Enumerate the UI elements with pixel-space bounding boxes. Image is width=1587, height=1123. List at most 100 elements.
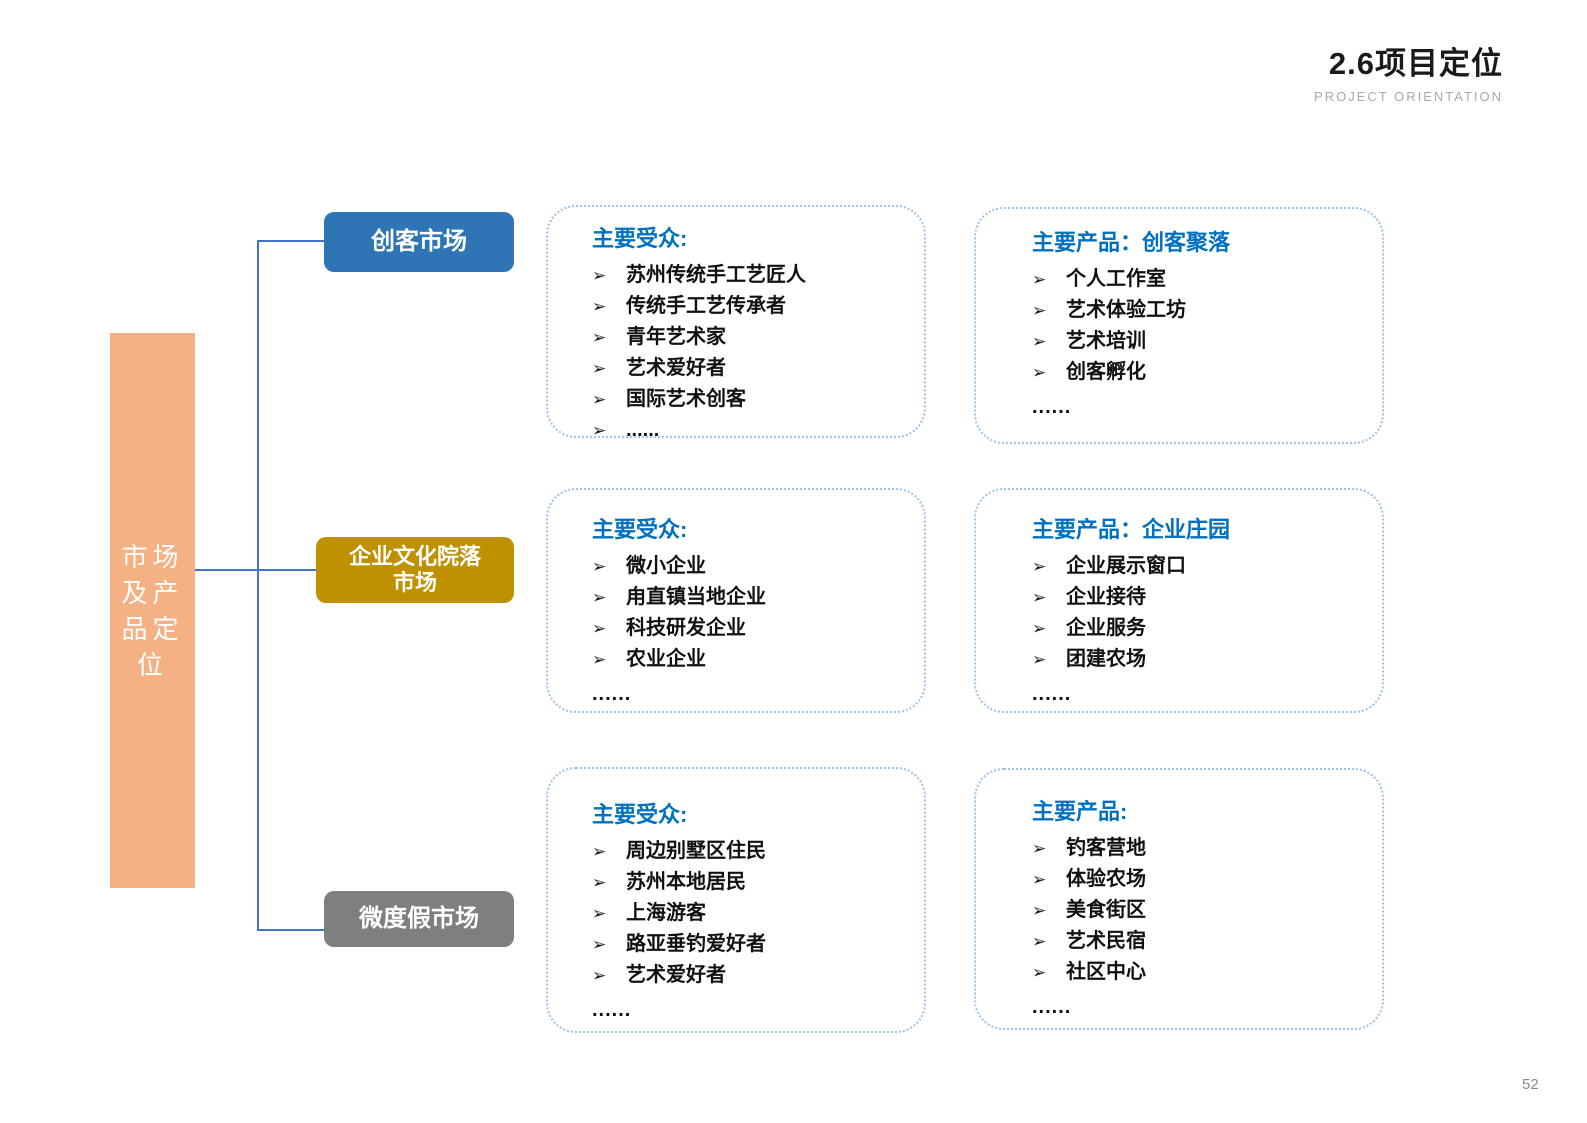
audience-heading: 主要受众: (592, 517, 688, 542)
arrow-bullet-icon: ➢ (1032, 963, 1047, 982)
list-item: ➢ 团建农场 (1032, 644, 1364, 675)
arrow-bullet-icon: ➢ (1032, 301, 1047, 320)
more-ellipsis: ...... (1032, 396, 1072, 418)
list-item-text: 上海游客 (626, 902, 706, 924)
product-heading: 主要产品：企业庄园 (1032, 517, 1231, 542)
arrow-bullet-icon: ➢ (592, 588, 607, 607)
list-item: ➢ 科技研发企业 (592, 613, 906, 644)
arrow-bullet-icon: ➢ (592, 328, 607, 347)
page-subtitle: PROJECT ORIENTATION (1314, 89, 1503, 104)
arrow-bullet-icon: ➢ (592, 359, 607, 378)
list-item: ➢ 周边别墅区住民 (592, 836, 906, 867)
list-item-text: 科技研发企业 (626, 617, 746, 639)
connector-branch-vacation (257, 929, 325, 931)
list-item: ➢传统手工艺传承者 (592, 291, 906, 322)
list-item-text: ...... (626, 419, 660, 441)
list-item-text: 体验农场 (1066, 868, 1146, 890)
vacation-audience-card: 主要受众: ➢周边别墅区住民➢苏州本地居民➢上海游客➢路亚垂钓爱好者➢艺术爱好者… (546, 767, 926, 1033)
arrow-bullet-icon: ➢ (592, 619, 607, 638)
list-item: ➢ 美食街区 (1032, 895, 1364, 926)
list-item-text: 企业接待 (1066, 586, 1146, 608)
arrow-bullet-icon: ➢ (1032, 650, 1047, 669)
list-item: ➢ 路亚垂钓爱好者 (592, 929, 906, 960)
more-ellipsis: ...... (592, 999, 632, 1021)
arrow-bullet-icon: ➢ (1032, 901, 1047, 920)
list-item-text: 微小企业 (626, 555, 706, 577)
list-item-text: 钓客营地 (1066, 837, 1146, 859)
list-item-text: 周边别墅区住民 (626, 840, 766, 862)
list-item: ➢创客孵化 (1032, 357, 1364, 388)
audience-list: ➢ 周边别墅区住民 ➢ 苏州本地居民 ➢ 上海游客 ➢ 路亚垂钓爱好者 ➢ 艺术爱好者 (592, 836, 906, 991)
audience-list: ➢苏州传统手工艺匠人➢传统手工艺传承者➢青年艺术家➢艺术爱好者➢国际艺术创客➢.… (592, 260, 906, 446)
enterprise-audience-card: 主要受众: ➢微小企业➢甪直镇当地企业➢科技研发企业➢农业企业 ...... (546, 488, 926, 713)
connector-branch-maker (257, 240, 326, 242)
list-item: ➢ 艺术体验工坊 (1032, 295, 1364, 326)
sidebar-category-bar: 市场 及产 品定 位 (110, 333, 195, 888)
list-item-text: 艺术培训 (1066, 330, 1146, 352)
list-item: ➢ 钓客营地 (1032, 833, 1364, 864)
product-list: ➢企业展示窗口➢企业接待➢企业服务➢团建农场 (1032, 551, 1364, 675)
list-item-text: 社区中心 (1066, 961, 1146, 983)
product-heading: 主要产品：创客聚落 (1032, 230, 1231, 255)
vacation-product-card: 主要产品: ➢钓客营地➢体验农场➢美食街区➢艺术民宿➢社区中心 ...... (974, 768, 1384, 1030)
list-item: ➢ 体验农场 (1032, 864, 1364, 895)
list-item-text: 国际艺术创客 (626, 388, 746, 410)
arrow-bullet-icon: ➢ (1032, 557, 1047, 576)
market-label-text: 创客市场 (371, 228, 467, 255)
list-item: ➢ 艺术培训 (1032, 326, 1364, 357)
market-label-enterprise: 企业文化院落 市场 (316, 537, 514, 603)
sidebar-label: 市场 及产 品定 位 (121, 539, 183, 683)
list-item-text: 艺术体验工坊 (1066, 299, 1186, 321)
arrow-bullet-icon: ➢ (592, 266, 607, 285)
list-item-text: 路亚垂钓爱好者 (626, 933, 766, 955)
arrow-bullet-icon: ➢ (592, 557, 607, 576)
list-item: ➢艺术民宿 (1032, 926, 1364, 957)
list-item: ➢个人工作室 (1032, 264, 1364, 295)
list-item-text: 苏州传统手工艺匠人 (626, 264, 806, 286)
product-list: ➢钓客营地➢体验农场➢美食街区➢艺术民宿➢社区中心 (1032, 833, 1364, 988)
list-item: ➢甪直镇当地企业 (592, 582, 906, 613)
market-label-vacation: 微度假市场 (324, 891, 514, 947)
list-item: ➢ 苏州传统手工艺匠人 (592, 260, 906, 291)
arrow-bullet-icon: ➢ (592, 842, 607, 861)
list-item-text: 团建农场 (1066, 648, 1146, 670)
arrow-bullet-icon: ➢ (592, 904, 607, 923)
list-item: ➢ 国际艺术创客 (592, 384, 906, 415)
arrow-bullet-icon: ➢ (1032, 619, 1047, 638)
list-item: ➢企业展示窗口 (1032, 551, 1364, 582)
arrow-bullet-icon: ➢ (1032, 332, 1047, 351)
list-item-text: 美食街区 (1066, 899, 1146, 921)
list-item: ➢ 上海游客 (592, 898, 906, 929)
more-ellipsis: ...... (1032, 996, 1072, 1018)
list-item-text: 艺术爱好者 (626, 357, 726, 379)
list-item-text: 农业企业 (626, 648, 706, 670)
list-item-text: 苏州本地居民 (626, 871, 746, 893)
arrow-bullet-icon: ➢ (1032, 839, 1047, 858)
connector-branch-enterprise (195, 569, 318, 571)
arrow-bullet-icon: ➢ (1032, 870, 1047, 889)
list-item-text: 企业服务 (1066, 617, 1146, 639)
arrow-bullet-icon: ➢ (592, 873, 607, 892)
more-ellipsis: ...... (592, 683, 632, 705)
audience-list: ➢微小企业➢甪直镇当地企业➢科技研发企业➢农业企业 (592, 551, 906, 675)
page-title: 2.6项目定位 (1328, 46, 1503, 81)
sidebar-label-line: 及产 (121, 577, 184, 608)
market-label-text: 市场 (392, 570, 437, 595)
list-item: ➢ 社区中心 (1032, 957, 1364, 988)
market-label-maker: 创客市场 (324, 212, 514, 272)
list-item: ➢ 艺术爱好者 (592, 353, 906, 384)
maker-product-card: 主要产品：创客聚落 ➢个人工作室 ➢ 艺术体验工坊 ➢ 艺术培训 ➢创客孵化 ...... (974, 207, 1384, 444)
arrow-bullet-icon: ➢ (592, 966, 607, 985)
list-item: ➢ 青年艺术家 (592, 322, 906, 353)
list-item-text: 青年艺术家 (626, 326, 726, 348)
enterprise-product-card: 主要产品：企业庄园 ➢企业展示窗口➢企业接待➢企业服务➢团建农场 ...... (974, 488, 1384, 713)
audience-heading: 主要受众: (592, 226, 688, 251)
sidebar-label-line: 位 (136, 649, 168, 680)
arrow-bullet-icon: ➢ (1032, 932, 1047, 951)
arrow-bullet-icon: ➢ (592, 390, 607, 409)
arrow-bullet-icon: ➢ (592, 935, 607, 954)
list-item: ➢ 微小企业 (592, 551, 906, 582)
arrow-bullet-icon: ➢ (1032, 363, 1047, 382)
list-item-text: 艺术爱好者 (626, 964, 726, 986)
